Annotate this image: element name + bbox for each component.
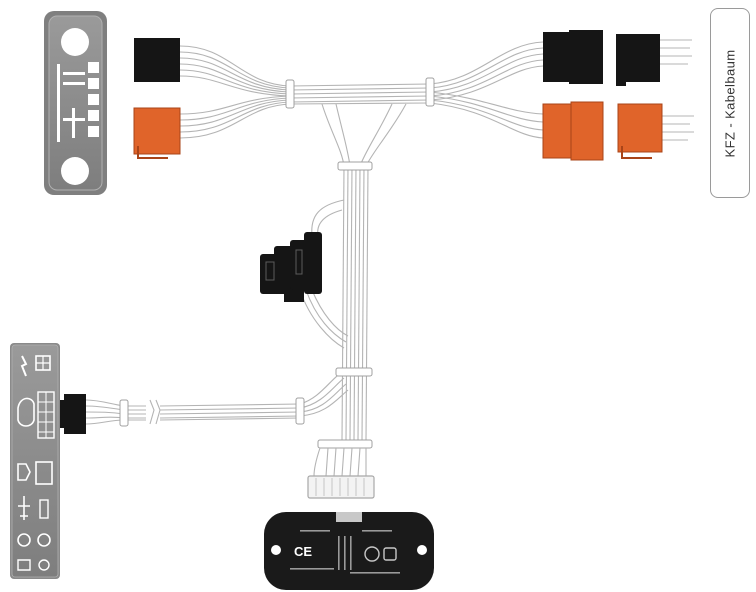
vertical-harness — [299, 165, 369, 441]
white-multipin-connector — [307, 447, 375, 499]
black-plug-cluster — [260, 232, 322, 302]
harness-clips-top — [285, 77, 435, 109]
vehicle-rear-panel-icon — [10, 343, 60, 579]
rear-panel-plug — [60, 394, 86, 434]
side-label-text: KFZ - Kabelbaum — [722, 49, 738, 157]
side-label-box: KFZ - Kabelbaum — [710, 8, 750, 198]
black-connector-right-inner — [543, 30, 603, 84]
orange-connector-right-inner — [542, 101, 604, 161]
black-connector-left — [134, 38, 180, 82]
rear-harness — [85, 399, 301, 425]
top-harness — [179, 39, 694, 167]
orange-connector-right-outer — [617, 103, 663, 159]
harness-clips-rear — [119, 397, 305, 427]
car-radio-icon — [44, 11, 107, 195]
harness-clips-vertical — [317, 161, 373, 449]
orange-connector-left — [133, 107, 181, 159]
black-connector-right-outer — [616, 34, 660, 86]
ce-mark: CE — [294, 544, 312, 559]
interface-module-icon — [264, 512, 434, 590]
